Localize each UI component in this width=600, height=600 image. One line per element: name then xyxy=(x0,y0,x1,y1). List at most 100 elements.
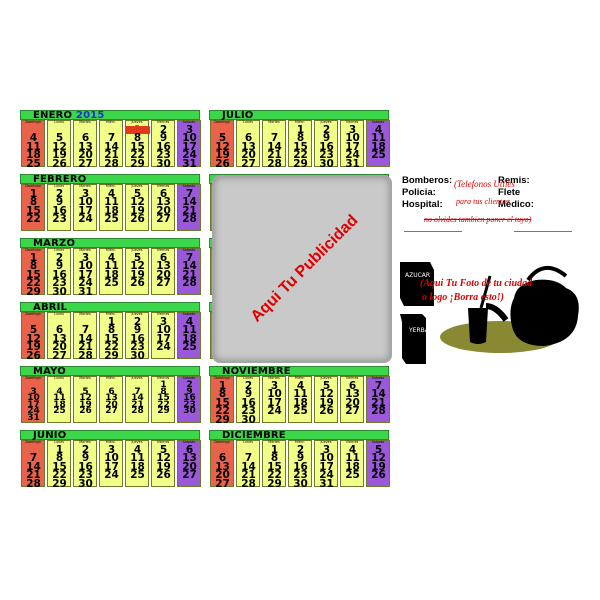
weekday-column xyxy=(21,312,45,359)
day-number: 23 xyxy=(319,149,334,162)
day-number: 20 xyxy=(52,341,67,354)
weekday-label: Domingo xyxy=(25,376,41,380)
weekday-label: Lunes xyxy=(54,184,64,188)
mate-cup-icon xyxy=(468,308,488,344)
month-name: NOVIEMBRE xyxy=(222,366,291,377)
day-number: 5 xyxy=(29,324,38,337)
phone-line-left xyxy=(404,231,462,232)
day-number: 24 xyxy=(104,469,119,482)
day-number: 6 xyxy=(81,132,90,145)
day-number: 11 xyxy=(371,132,386,145)
year-label: 2015 xyxy=(72,110,105,121)
day-number: 23 xyxy=(130,341,145,354)
weekday-label: Sabado xyxy=(182,184,196,188)
day-number: 18 xyxy=(130,460,145,473)
day-number: 21 xyxy=(104,149,119,162)
day-number: 29 xyxy=(26,285,41,298)
day-number: 8 xyxy=(160,386,167,397)
day-number: 8 xyxy=(133,132,142,145)
weekday-column xyxy=(340,120,364,167)
weekday-column xyxy=(47,248,71,295)
day-number: 19 xyxy=(215,149,230,162)
weekday-column xyxy=(236,120,260,167)
weekday-label: Lunes xyxy=(243,120,253,124)
weekday-label: Lunes xyxy=(54,312,64,316)
day-number: 15 xyxy=(26,268,41,281)
day-number: 2 xyxy=(55,188,64,200)
day-number: 24 xyxy=(78,277,93,290)
day-number: 28 xyxy=(267,157,282,170)
day-number: 11 xyxy=(130,452,145,465)
weekday-label: Sabado xyxy=(182,440,196,444)
weekday-column xyxy=(99,376,123,423)
weekday-label: Miérc. xyxy=(105,248,117,252)
day-number: 7 xyxy=(134,386,141,397)
phones-hint-forget: no olvides tambien poner el tuyo) xyxy=(424,215,532,224)
day-number: 16 xyxy=(241,396,256,409)
weekday-column xyxy=(177,248,201,295)
month-name: JUNIO xyxy=(33,430,67,441)
weekday-column xyxy=(21,440,45,487)
weekday-label: Martes xyxy=(79,376,91,380)
weekday-column xyxy=(366,120,390,167)
day-number: 1 xyxy=(29,188,38,200)
day-number: 15 xyxy=(26,204,41,217)
day-number: 3 xyxy=(270,380,279,392)
day-number: 3 xyxy=(348,124,357,136)
day-number: 12 xyxy=(26,332,41,345)
day-number: 20 xyxy=(156,204,171,217)
day-number: 11 xyxy=(182,324,197,337)
month-header: NOVIEMBRE xyxy=(209,366,389,377)
day-number: 8 xyxy=(218,388,227,401)
weekday-label: Miérc. xyxy=(105,312,117,316)
weekday-column xyxy=(151,184,175,231)
day-number: 4 xyxy=(107,252,116,264)
day-number: 20 xyxy=(105,399,118,410)
day-number: 10 xyxy=(345,132,360,145)
weekday-column xyxy=(73,248,97,295)
day-number: 17 xyxy=(78,268,93,281)
medico-label: Médico: xyxy=(498,199,534,210)
remis-label: Remis: xyxy=(498,175,530,186)
month-name: FEBRERO xyxy=(33,174,87,185)
weekday-column xyxy=(236,440,260,487)
weekday-label: Jueves xyxy=(320,376,332,380)
weekday-label: Jueves xyxy=(131,184,143,188)
day-number: 6 xyxy=(348,380,357,392)
day-number: 22 xyxy=(293,149,308,162)
weekday-column xyxy=(73,120,97,167)
day-number: 13 xyxy=(105,393,118,404)
weekday-column xyxy=(314,120,338,167)
weekday-column xyxy=(21,184,45,231)
day-number: 25 xyxy=(104,277,119,290)
day-number: 7 xyxy=(107,132,116,145)
yerba-mate-illustration: AZUCAR YERBA (Aqui Tu Foto de tu ciudad … xyxy=(400,262,579,364)
day-number: 9 xyxy=(81,452,90,465)
day-number: 9 xyxy=(244,388,253,401)
day-number: 1 xyxy=(296,124,305,136)
day-number: 21 xyxy=(371,396,386,409)
day-number: 1 xyxy=(125,125,150,135)
day-number: 12 xyxy=(319,388,334,401)
weekday-column xyxy=(99,312,123,359)
weekday-label: Miérc. xyxy=(105,376,117,380)
advertising-photo-placeholder[interactable] xyxy=(212,175,392,363)
day-number: 28 xyxy=(371,405,386,418)
weekday-column xyxy=(151,248,175,295)
day-number: 11 xyxy=(104,196,119,209)
day-number: 15 xyxy=(104,332,119,345)
day-number: 26 xyxy=(79,406,92,417)
day-number: 31 xyxy=(78,285,93,298)
day-number: 1 xyxy=(270,444,279,456)
month-header: MARZO xyxy=(20,238,200,249)
weekday-column xyxy=(47,184,71,231)
day-number: 17 xyxy=(345,140,360,153)
month-header: JUNIO xyxy=(20,430,200,441)
weekday-label: Domingo xyxy=(25,120,41,124)
weekday-label: Viernes xyxy=(156,376,170,380)
day-number: 5 xyxy=(374,444,383,456)
day-number: 18 xyxy=(345,460,360,473)
day-number: 1 xyxy=(55,444,64,456)
day-number: 29 xyxy=(293,157,308,170)
